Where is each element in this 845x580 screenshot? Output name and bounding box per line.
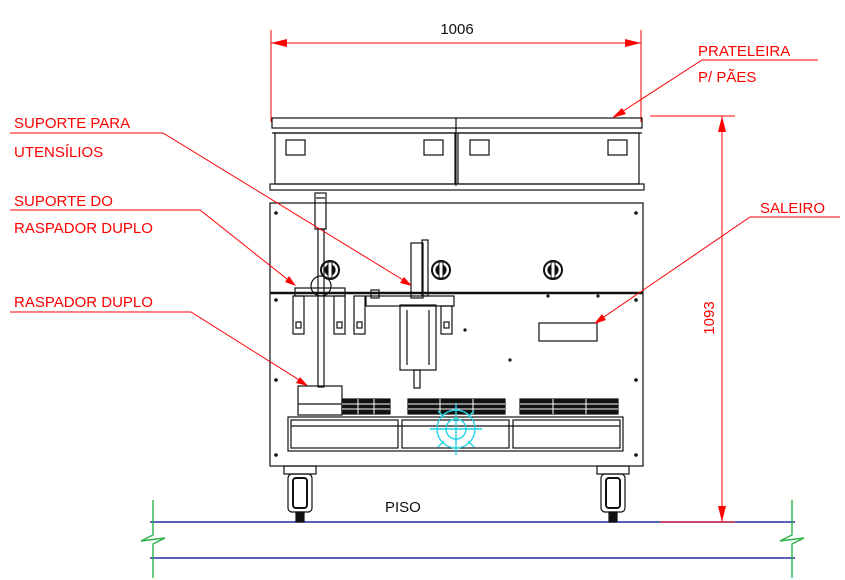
caster-wheel-icon: [283, 465, 317, 523]
cabinet-body: [269, 202, 644, 467]
leader-saleiro: [597, 216, 840, 322]
label-saleiro: SALEIRO: [760, 200, 825, 217]
label-suporte-utensilios-line1: SUPORTE PARA: [14, 115, 130, 132]
scraper-holder-leg-left: [292, 295, 305, 335]
label-piso: PISO: [385, 499, 421, 516]
scraper-shaft: [317, 228, 325, 388]
ground-break-left: [140, 500, 166, 578]
width-arrow-right: [625, 39, 641, 47]
scraper-holder-leg-right: [333, 295, 346, 335]
ground-break-right: [779, 500, 805, 578]
utensil-support: [365, 239, 455, 389]
label-prateleira-line2: P/ PÃES: [698, 69, 756, 86]
control-knob-icon: [320, 260, 340, 280]
shelf-drawer-left: [274, 132, 456, 185]
shelf-handle-3: [469, 139, 490, 156]
height-arrow-bottom: [718, 506, 726, 522]
label-prateleira-line1: PRATELEIRA: [698, 43, 790, 60]
shelf-handle-2: [423, 139, 444, 156]
shelf-base: [269, 183, 645, 191]
width-arrow-left: [271, 39, 287, 47]
height-dimension: [650, 115, 735, 523]
grease-tray-1: [290, 419, 399, 449]
shelf-drawer-right: [457, 132, 640, 185]
burner-symbol-icon: [430, 403, 482, 455]
floor: [140, 500, 805, 578]
leader-suporte-raspador: [10, 209, 293, 284]
scraper-pivot: [310, 275, 332, 297]
control-knob-icon: [543, 260, 563, 280]
height-arrow-top: [718, 116, 726, 132]
shelf-top-plate: [271, 117, 643, 129]
vent-slots: [342, 399, 618, 414]
machine: [269, 117, 645, 523]
control-knob-icon: [431, 260, 451, 280]
double-scraper: [297, 192, 343, 416]
scraper-blade: [297, 385, 343, 416]
bread-shelf: [269, 117, 645, 191]
leader-raspador-duplo: [10, 311, 305, 384]
shelf-handle-4: [607, 139, 628, 156]
salt-box: [538, 322, 598, 342]
shelf-handle-1: [285, 139, 306, 156]
caster-wheel-icon: [596, 465, 630, 523]
label-raspador-duplo: RASPADOR DUPLO: [14, 294, 153, 311]
screws: [274, 211, 638, 457]
burner-vents: [341, 398, 619, 415]
label-suporte-utensilios-line2: UTENSÍLIOS: [14, 144, 103, 161]
grease-tray-3: [512, 419, 621, 449]
utensil-tip: [413, 369, 421, 389]
width-dimension-value: 1006: [440, 21, 473, 38]
leaders: [10, 59, 840, 386]
label-suporte-raspador-line1: SUPORTE DO: [14, 193, 113, 210]
leader-prateleira: [616, 59, 818, 116]
utensil-handle: [410, 242, 424, 299]
utensil-support-bar: [365, 295, 455, 307]
height-dimension-value: 1093: [701, 301, 718, 334]
utensil-body: [399, 304, 437, 371]
leader-suporte-utensilios: [10, 132, 409, 284]
label-suporte-raspador-line2: RASPADOR DUPLO: [14, 220, 153, 237]
scraper-holder: [292, 275, 366, 335]
width-dimension: [270, 30, 642, 122]
